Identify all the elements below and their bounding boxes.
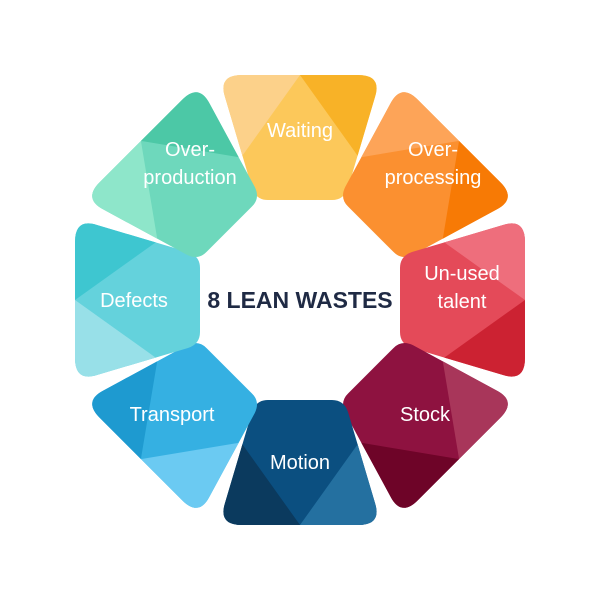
segment-label: Waiting — [267, 120, 333, 142]
segment-label: Over- — [408, 139, 458, 161]
segment-label: talent — [438, 291, 487, 313]
segment-label: production — [143, 167, 236, 189]
segment-label: processing — [385, 167, 482, 189]
segment-label: Defects — [100, 290, 168, 312]
segment-label: Motion — [270, 452, 330, 474]
segment-label: Transport — [130, 404, 215, 426]
diagram-title: 8 LEAN WASTES — [207, 287, 392, 313]
segment-label: Over- — [165, 139, 215, 161]
segment-label: Un-used — [424, 263, 500, 285]
segment-label: Stock — [400, 404, 451, 426]
